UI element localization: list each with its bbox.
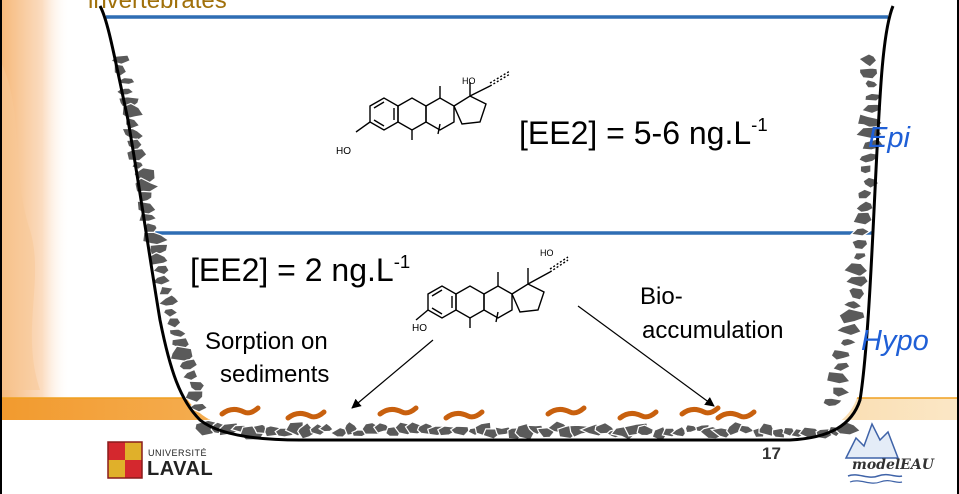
- rock: [825, 370, 852, 385]
- epi-concentration: [EE2] = 5-6 ng.L-1: [519, 114, 768, 151]
- bioaccumulation-arrow: [577, 305, 715, 407]
- ee2-molecule-hypo: [415, 256, 569, 328]
- laval-label: LAVAL: [147, 458, 214, 480]
- invertebrate: [443, 409, 485, 421]
- rock: [168, 328, 188, 339]
- rock: [184, 390, 204, 404]
- invertebrate: [679, 405, 721, 417]
- rock: [758, 422, 775, 438]
- bioaccumulation-label-line1: Bio-: [640, 283, 683, 310]
- rock: [670, 425, 687, 438]
- rock: [854, 200, 874, 214]
- universite-laval-logo: [107, 441, 143, 479]
- lake-rocks: [109, 53, 886, 443]
- rock: [181, 368, 199, 382]
- rock: [857, 188, 873, 200]
- sorption-label-line2: sediments: [220, 361, 330, 388]
- rock: [838, 308, 866, 325]
- rock: [832, 386, 852, 398]
- rock: [684, 424, 701, 434]
- ho-top-label-hypo: HO: [540, 248, 554, 258]
- rock: [822, 397, 844, 408]
- rock: [847, 286, 866, 301]
- rock: [264, 425, 281, 438]
- ho-label-epi: HO: [336, 146, 351, 157]
- rock: [636, 424, 654, 437]
- rock: [830, 348, 852, 361]
- rock: [864, 79, 879, 89]
- rock: [449, 425, 470, 437]
- invertebrate: [377, 405, 419, 417]
- layer-label-hypo: Hypo: [861, 325, 929, 357]
- model-eau-label: modelEAU: [852, 457, 934, 473]
- rock: [125, 147, 148, 162]
- rock: [318, 422, 335, 433]
- rock: [194, 419, 217, 437]
- rock: [831, 361, 851, 373]
- epi-concentration-exponent: -1: [751, 114, 768, 136]
- rock: [188, 402, 209, 413]
- lake-water: [106, 14, 888, 436]
- ho-label-hypo: HO: [412, 323, 427, 334]
- ho-top-label-epi: HO: [462, 76, 476, 86]
- invertebrate: [219, 405, 261, 417]
- invertebrate: [617, 409, 659, 421]
- sorption-arrow: [351, 339, 434, 409]
- layer-label-epi: Epi: [868, 122, 910, 154]
- rock: [834, 322, 863, 337]
- rock: [839, 337, 858, 348]
- rock: [165, 317, 182, 329]
- hypo-concentration-text: [EE2] = 2 ng.L: [190, 252, 394, 288]
- rock: [849, 227, 871, 237]
- rock: [725, 420, 744, 437]
- rock: [151, 264, 170, 276]
- rock: [158, 285, 175, 296]
- invertebrates: [219, 405, 757, 421]
- rock: [178, 358, 199, 371]
- invertebrate: [545, 405, 587, 417]
- page-number: 17: [762, 444, 781, 463]
- ee2-molecule-epi: [355, 70, 511, 140]
- epi-concentration-text: [EE2] = 5-6 ng.L: [519, 115, 752, 151]
- slide-title: invertebrates: [88, 0, 227, 14]
- rock: [157, 294, 180, 307]
- invertebrate: [285, 409, 327, 421]
- rock: [296, 421, 315, 440]
- lake-outline: [98, 5, 895, 442]
- rock: [858, 67, 879, 80]
- bioaccumulation-label-line2: accumulation: [642, 317, 784, 344]
- hypo-concentration-exponent: -1: [393, 251, 411, 273]
- rock: [162, 307, 179, 319]
- rock: [864, 92, 881, 102]
- sorption-label-line1: Sorption on: [205, 328, 328, 355]
- universite-label: UNIVERSITÉ: [148, 448, 208, 458]
- rock: [850, 238, 869, 251]
- rock: [857, 53, 878, 68]
- hypo-concentration: [EE2] = 2 ng.L-1: [190, 251, 411, 288]
- invertebrate: [715, 409, 757, 421]
- rock: [852, 251, 867, 262]
- rock: [252, 423, 267, 435]
- rock: [738, 424, 756, 435]
- model-eau-logo: [844, 422, 903, 484]
- rock: [844, 275, 870, 288]
- rock: [841, 299, 864, 310]
- rock: [859, 164, 872, 175]
- rock: [852, 211, 874, 226]
